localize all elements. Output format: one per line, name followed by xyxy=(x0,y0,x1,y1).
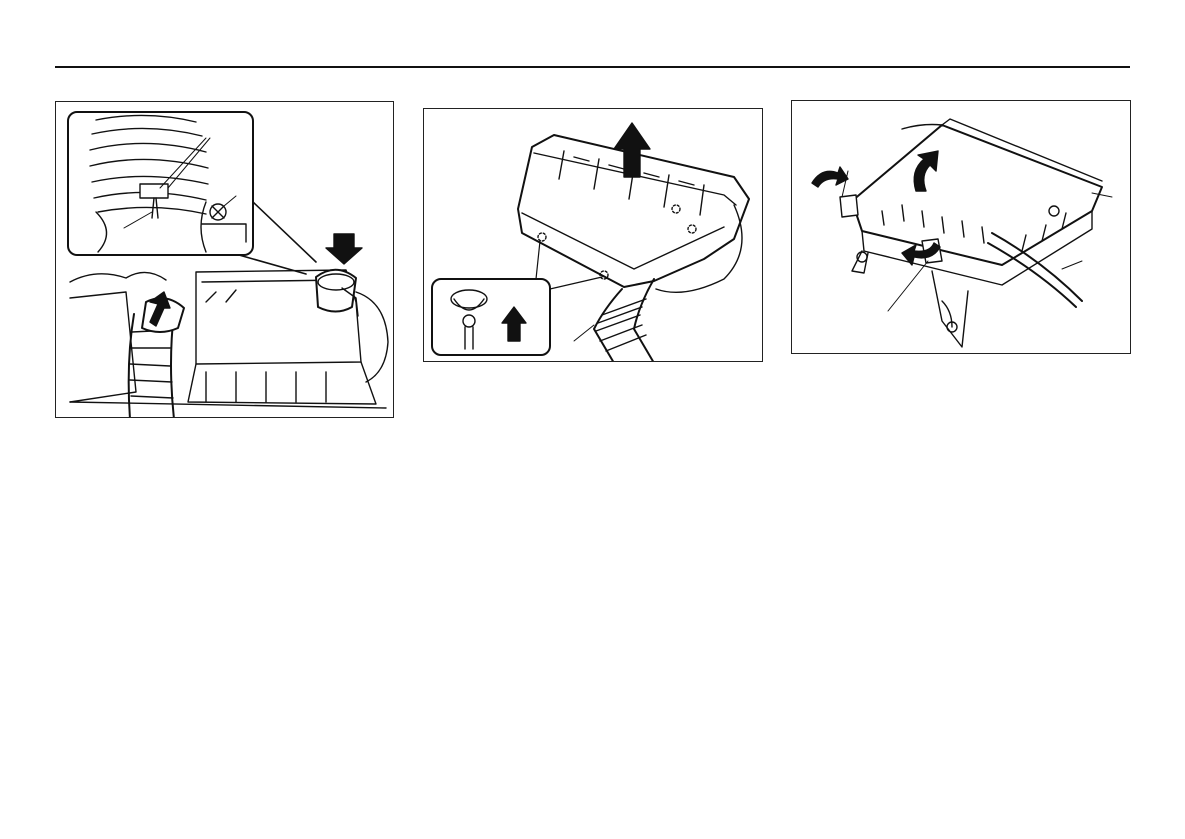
hose-clamp-detail-inset xyxy=(68,112,316,274)
header-rule xyxy=(55,66,1130,68)
figure-intake-hose xyxy=(55,101,394,418)
figure-air-cleaner-lift xyxy=(423,108,763,362)
push-arrow-icon xyxy=(326,234,362,264)
air-cleaner-lid-drawing xyxy=(840,119,1112,347)
engine-bay-drawing xyxy=(70,270,388,418)
figure-air-cleaner-clips xyxy=(791,100,1131,354)
